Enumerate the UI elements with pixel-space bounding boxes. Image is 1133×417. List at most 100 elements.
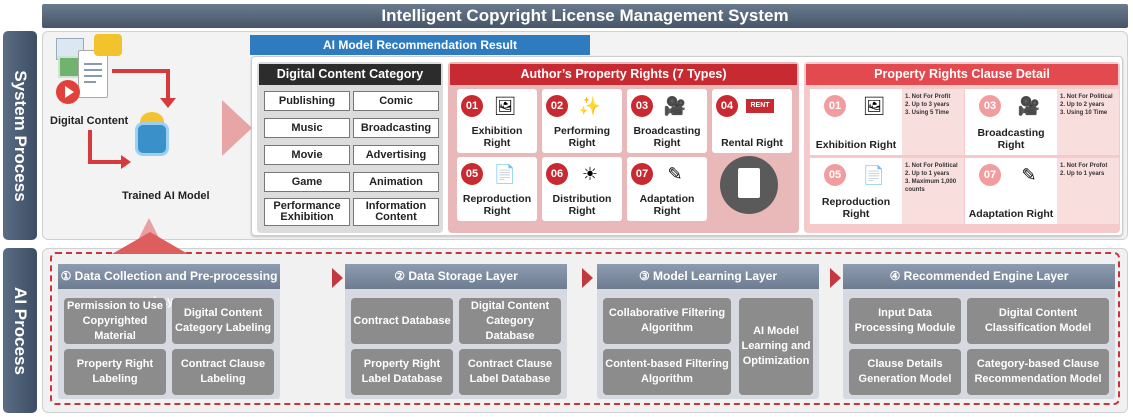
arrow-line bbox=[112, 69, 168, 73]
layer-box: Content-based Filtering Algorithm bbox=[603, 349, 731, 395]
category-item: Performance Exhibition bbox=[264, 198, 350, 226]
category-item: Information Content bbox=[353, 198, 439, 226]
layer-box: Contract Database bbox=[351, 298, 453, 344]
clause-number: 05 bbox=[824, 164, 846, 186]
picture-icon: 🖼 bbox=[493, 96, 517, 116]
right-card-exhibition: 01 🖼 Exhibition Right bbox=[457, 89, 537, 153]
right-number: 03 bbox=[631, 95, 653, 117]
clause-detail-heading: Property Rights Clause Detail bbox=[806, 64, 1118, 85]
stage-icon: ✨ bbox=[578, 96, 602, 116]
category-item: Comic bbox=[353, 91, 439, 111]
right-label: Adaptation Right bbox=[639, 193, 695, 217]
ai-process-tab: AI Process bbox=[3, 248, 37, 413]
layer-model-learning: ③ Model Learning Layer Collaborative Fil… bbox=[597, 264, 819, 399]
right-number: 06 bbox=[546, 163, 568, 185]
paper-icon bbox=[78, 50, 108, 98]
author-rights-heading: Author’s Property Rights (7 Types) bbox=[450, 64, 797, 85]
category-item: Advertising bbox=[353, 145, 439, 165]
clause-notes: 1. Not For Profot 2. Up to 1 years bbox=[1060, 163, 1108, 177]
adaptation-icon: ✎ bbox=[1021, 165, 1037, 185]
right-number: 04 bbox=[716, 95, 738, 117]
arrow-line bbox=[88, 160, 122, 164]
clause-notes: 1. Not For Profit 2. Up to 3 years 3. Us… bbox=[905, 94, 951, 116]
layer-title: ① Data Collection and Pre-processing Lay… bbox=[58, 264, 280, 308]
up-arrow-icon bbox=[112, 232, 188, 254]
right-card-reproduction: 05 📄 Reproduction Right bbox=[457, 157, 537, 221]
copy-icon: 📄 bbox=[862, 165, 886, 185]
clause-number: 03 bbox=[979, 95, 1001, 117]
right-number: 02 bbox=[546, 95, 568, 117]
ai-chip-icon bbox=[135, 122, 169, 156]
copy-icon: 📄 bbox=[493, 164, 517, 184]
layer-title: ④ Recommended Engine Layer bbox=[843, 264, 1115, 289]
clause-right-label: Exhibition Right bbox=[815, 139, 897, 151]
right-number: 07 bbox=[631, 163, 653, 185]
layer-box: Clause Details Generation Model bbox=[849, 349, 961, 395]
clause-card: 01 🖼 Exhibition Right 1. Not For Profit … bbox=[810, 89, 964, 155]
right-card-broadcasting: 03 🎥 Broadcasting Right bbox=[627, 89, 707, 153]
right-label: Performing Right bbox=[553, 125, 610, 149]
recommendation-title: AI Model Recommendation Result bbox=[250, 35, 590, 55]
clause-right-label: Adaptation Right bbox=[968, 208, 1054, 220]
layer-recommended-engine: ④ Recommended Engine Layer Input Data Pr… bbox=[843, 264, 1115, 399]
layer-box: Input Data Processing Module bbox=[849, 298, 961, 344]
category-item: Publishing bbox=[264, 91, 350, 111]
layer-box: Category-based Clause Recommendation Mod… bbox=[967, 349, 1109, 395]
main-title: Intelligent Copyright License Management… bbox=[42, 4, 1128, 28]
right-card-adaptation: 07 ✎ Adaptation Right bbox=[627, 157, 707, 221]
layer-box: Contract Clause Label Database bbox=[459, 349, 561, 395]
layer-box: Property Right Label Database bbox=[351, 349, 453, 395]
clause-notes: 1. Not For Political 2. Up to 1 years 3.… bbox=[905, 163, 958, 193]
layer-box: Contract Clause Labeling bbox=[172, 349, 274, 395]
camera-icon: 🎥 bbox=[1017, 96, 1041, 116]
arrow-right-icon bbox=[121, 155, 131, 169]
layer-box: Digital Content Classification Model bbox=[967, 298, 1109, 344]
category-item: Music bbox=[264, 118, 350, 138]
system-process-tab: System Process bbox=[3, 31, 37, 240]
layer-data-collection: ① Data Collection and Pre-processing Lay… bbox=[58, 264, 280, 399]
picture-icon: 🖼 bbox=[862, 96, 886, 116]
palette-icon bbox=[94, 34, 122, 56]
category-item: Movie bbox=[264, 145, 350, 165]
digital-content-label: Digital Content bbox=[50, 115, 129, 127]
clause-right-label: Reproduction Right bbox=[821, 196, 891, 220]
right-label: Exhibition Right bbox=[471, 125, 523, 149]
layer-title: ③ Model Learning Layer bbox=[597, 264, 819, 289]
right-label: Rental Right bbox=[721, 137, 783, 149]
play-icon bbox=[56, 80, 80, 104]
layer-title: ② Data Storage Layer bbox=[345, 264, 567, 289]
chevron-right-icon bbox=[332, 268, 343, 288]
clause-card: 05 📄 Reproduction Right 1. Not For Polit… bbox=[810, 158, 964, 224]
ai-layers-frame bbox=[50, 252, 1120, 405]
adaptation-icon: ✎ bbox=[667, 164, 683, 184]
category-item: Broadcasting bbox=[353, 118, 439, 138]
layer-box: Permission to Use Copyrighted Material bbox=[64, 298, 166, 344]
right-number: 05 bbox=[461, 163, 483, 185]
layer-data-storage: ② Data Storage Layer Contract Database D… bbox=[345, 264, 567, 399]
camera-icon: 🎥 bbox=[663, 96, 687, 116]
clause-number: 07 bbox=[979, 164, 1001, 186]
layer-box: AI Model Learning and Optimization bbox=[739, 298, 813, 395]
clause-notes: 1. Not For Political 2. Up to 2 years 3.… bbox=[1060, 94, 1113, 116]
flow-arrow-icon bbox=[222, 100, 252, 156]
distribution-icon: ☀ bbox=[581, 164, 599, 184]
layer-box: Property Right Labeling bbox=[64, 349, 166, 395]
contract-document-icon bbox=[720, 156, 778, 214]
right-card-distribution: 06 ☀ Distribution Right bbox=[542, 157, 622, 221]
chevron-right-icon bbox=[582, 268, 593, 288]
category-item: Animation bbox=[353, 172, 439, 192]
trained-model-label: Trained AI Model bbox=[122, 190, 210, 202]
right-label: Distribution Right bbox=[552, 193, 612, 217]
right-label: Broadcasting Right bbox=[633, 125, 701, 149]
clause-card: 07 ✎ Adaptation Right 1. Not For Profot … bbox=[965, 158, 1119, 224]
category-heading: Digital Content Category bbox=[259, 64, 441, 85]
layer-box: Digital Content Category Labeling bbox=[172, 298, 274, 344]
ai-process-label: AI Process bbox=[11, 286, 30, 375]
arrow-line bbox=[88, 130, 92, 162]
arrow-line bbox=[166, 69, 170, 99]
right-number: 01 bbox=[461, 95, 483, 117]
category-item: Game bbox=[264, 172, 350, 192]
clause-number: 01 bbox=[824, 95, 846, 117]
right-card-performing: 02 ✨ Performing Right bbox=[542, 89, 622, 153]
clause-card: 03 🎥 Broadcasting Right 1. Not For Polit… bbox=[965, 89, 1119, 155]
